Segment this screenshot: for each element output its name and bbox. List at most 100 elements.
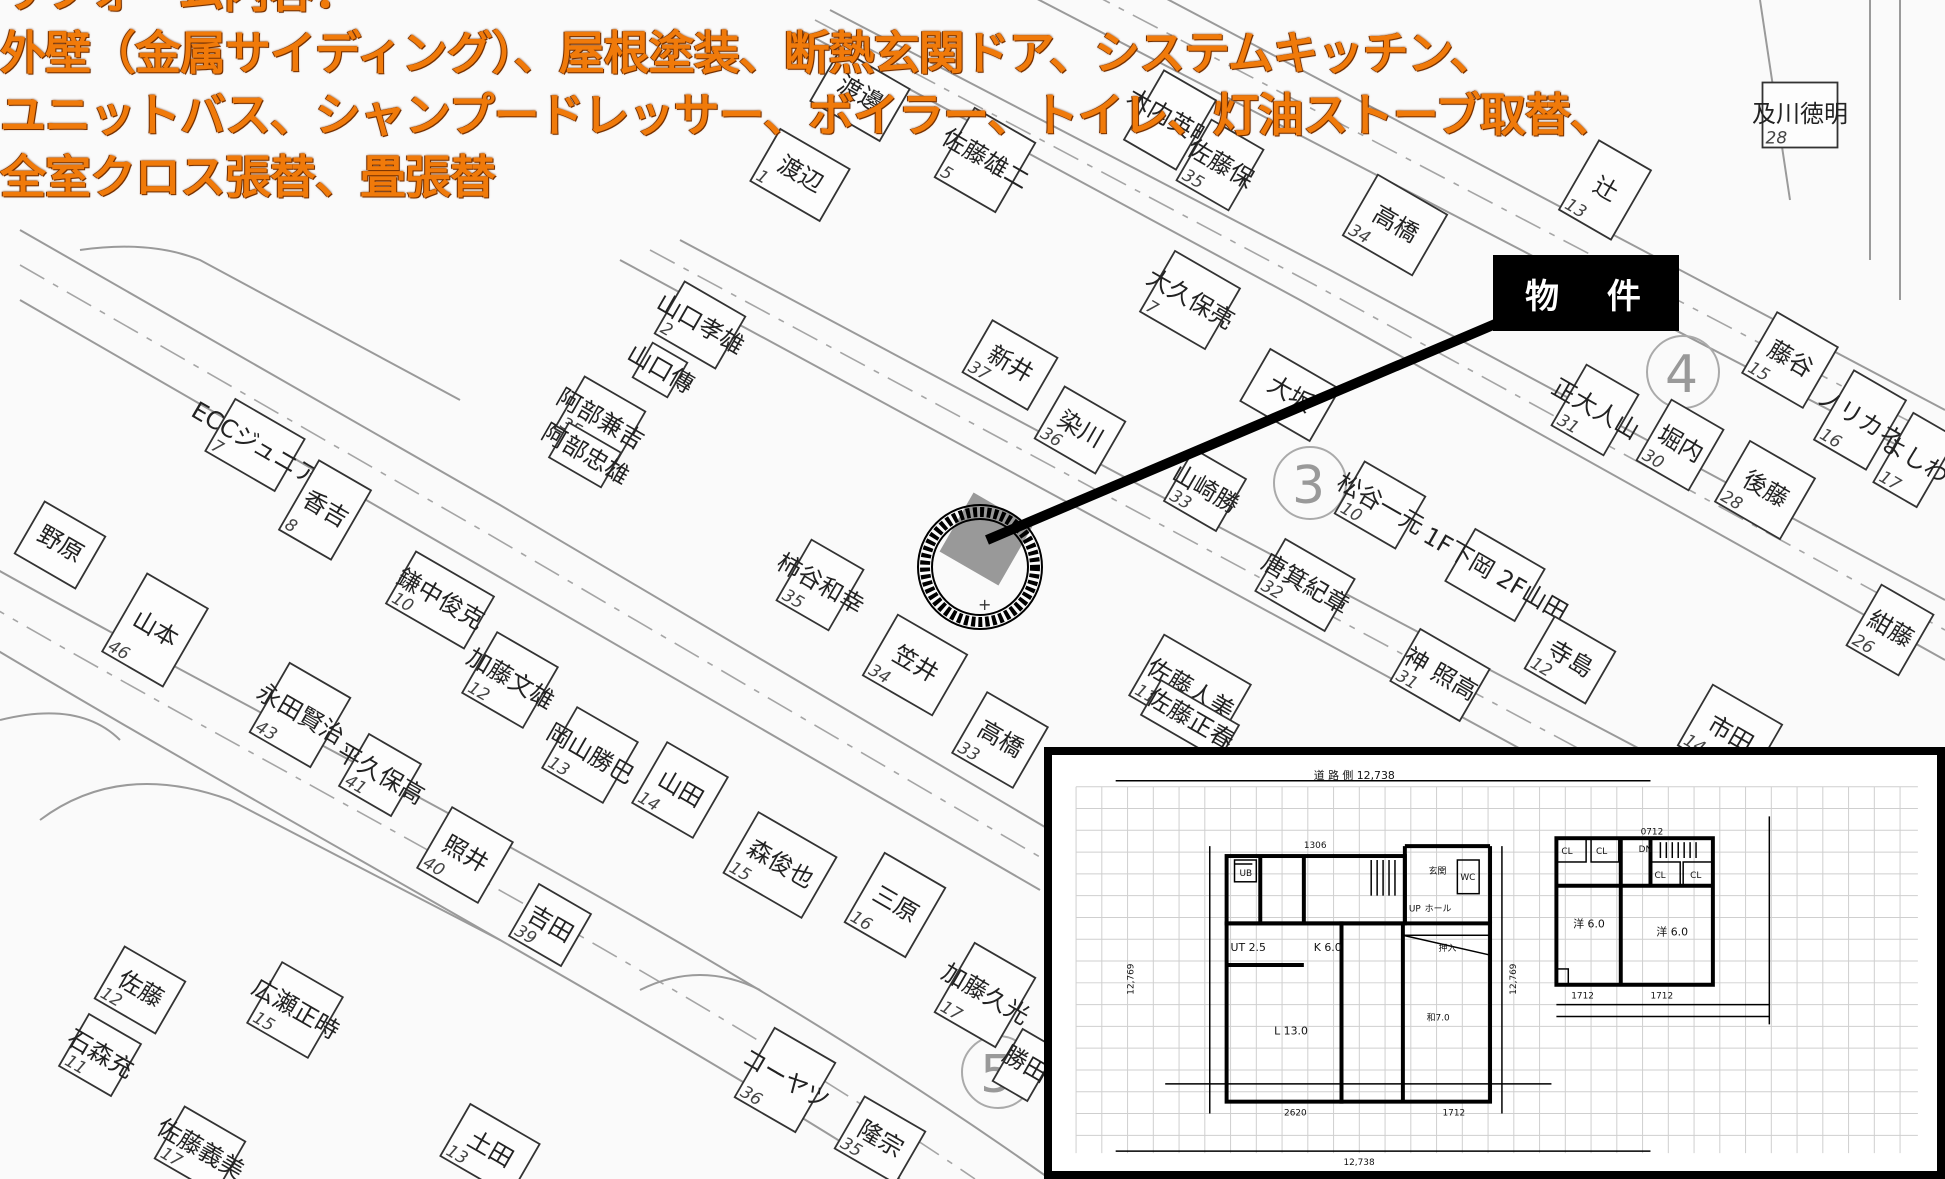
lot-outline <box>1740 310 1840 410</box>
lot-outline <box>1761 81 1839 149</box>
lot-outline <box>57 1012 143 1098</box>
lot-outline <box>833 1095 927 1179</box>
renovation-headline: リフォーム内容： 外壁（金属サイディング）、屋根塗装、断熱玄関ドア、システムキッ… <box>0 0 1700 208</box>
svg-text:2620: 2620 <box>1284 1109 1307 1119</box>
svg-text:CL: CL <box>1561 847 1572 857</box>
svg-text:1712: 1712 <box>1650 992 1673 1002</box>
svg-text:DN: DN <box>1639 845 1653 855</box>
svg-text:CL: CL <box>1596 847 1607 857</box>
lot-outline <box>1444 527 1546 623</box>
house-lot: 辻13 <box>1557 139 1653 241</box>
lot-outline <box>93 945 187 1035</box>
room-kitchen: K 6.0 <box>1314 941 1342 954</box>
lot-outline <box>13 500 107 590</box>
property-callout-label: 物 件 <box>1493 255 1679 331</box>
lot-outline <box>248 661 352 769</box>
svg-text:押入: 押入 <box>1439 942 1457 954</box>
house-lot: 渡邊 <box>809 47 911 143</box>
room-ut: UT 2.5 <box>1231 941 1266 954</box>
room-western-2: 洋 6.0 <box>1656 924 1688 938</box>
lot-outline <box>961 319 1059 411</box>
lot-outline <box>1333 460 1427 550</box>
lot-outline <box>631 341 689 399</box>
floor-plan-inset: 道 路 側 12,738 UB UT 2.5 K 6.0 L 13.0 ホール … <box>1044 747 1945 1179</box>
lot-outline <box>204 397 306 493</box>
svg-text:12,738: 12,738 <box>1343 1158 1374 1168</box>
lot-outline <box>809 47 911 143</box>
lot-outline <box>991 1027 1059 1103</box>
lot-outline <box>153 1105 247 1179</box>
lot-outline <box>1713 439 1817 541</box>
plan-grid <box>1075 786 1918 1154</box>
svg-text:玄関: 玄関 <box>1429 865 1447 877</box>
plan-labels: 道 路 側 12,738 UB UT 2.5 K 6.0 L 13.0 ホール … <box>1127 768 1702 1168</box>
plan-second-floor <box>1554 816 1771 1025</box>
lot-outline <box>843 851 947 959</box>
floor-plan-drawing: 道 路 側 12,738 UB UT 2.5 K 6.0 L 13.0 ホール … <box>1075 768 1918 1168</box>
headline-line-1: 外壁（金属サイディング）、屋根塗装、断熱玄関ドア、システムキッチン、 <box>0 26 1496 80</box>
house-lot: 香吉8 <box>277 459 373 561</box>
lot-outline <box>733 1026 837 1134</box>
lot-outline <box>653 280 747 370</box>
lot-outline <box>1812 369 1908 471</box>
svg-text:CL: CL <box>1690 871 1701 881</box>
lot-outline <box>540 705 640 805</box>
lot-outline <box>1175 118 1265 212</box>
lot-outline <box>1139 678 1241 762</box>
lot-outline <box>749 127 851 223</box>
lot-outline <box>384 550 496 650</box>
lot-outline <box>1872 411 1945 509</box>
lot-outline <box>415 805 515 905</box>
lot-outline <box>277 459 373 561</box>
lot-outline <box>1122 69 1218 171</box>
svg-text:CL: CL <box>1654 871 1665 881</box>
lot-outline <box>100 572 210 688</box>
headline-line-2: ユニットバス、シャンプードレッサー、ボイラー、トイレ、灯油ストーブ取替、 <box>0 88 1616 142</box>
svg-text:WC: WC <box>1460 873 1475 883</box>
lot-outline <box>547 421 623 489</box>
district-number-4: 4 <box>1665 345 1698 405</box>
lot-outline <box>933 106 1037 214</box>
room-western-1: 洋 6.0 <box>1573 916 1605 930</box>
lot-outline <box>1389 627 1491 723</box>
svg-text:+: + <box>978 595 991 614</box>
lot-outline <box>1557 139 1653 241</box>
svg-text:12,769: 12,769 <box>1127 963 1137 994</box>
room-living: L 13.0 <box>1274 1024 1308 1037</box>
plan-first-floor <box>1115 780 1651 1152</box>
headline-line-3: 全室クロス張替、畳張替 <box>0 150 496 204</box>
lot-outline <box>1162 447 1248 533</box>
subject-property: + <box>917 295 1533 630</box>
svg-text:1712: 1712 <box>1443 1109 1466 1119</box>
district-number-3: 3 <box>1292 456 1325 516</box>
lot-outline <box>630 740 730 840</box>
house-lot: 木内英明 <box>1122 69 1219 171</box>
lot-outline <box>1254 537 1356 633</box>
headline-line-0: リフォーム内容： <box>0 0 1700 22</box>
lot-outline <box>337 732 423 818</box>
house-lot: 渡辺1 <box>749 127 851 223</box>
